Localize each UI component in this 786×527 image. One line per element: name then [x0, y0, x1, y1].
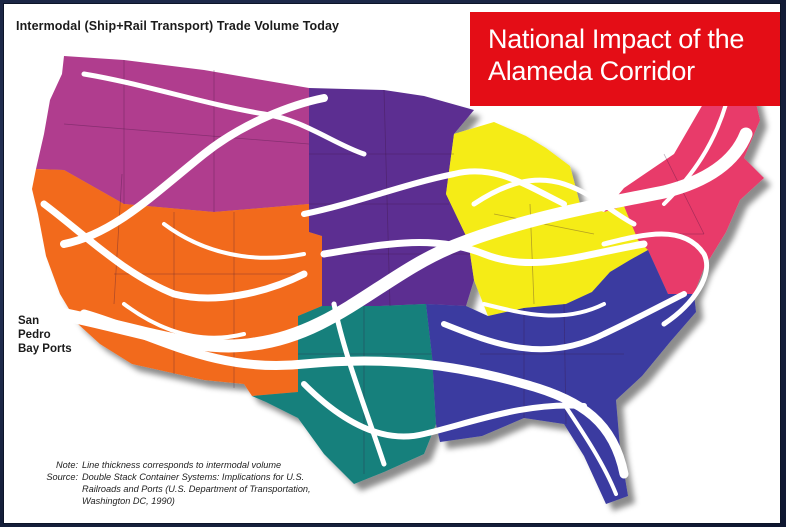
- title-banner: National Impact of the Alameda Corridor: [470, 12, 780, 106]
- title-line-1: National Impact of the: [488, 24, 745, 54]
- region-northwest: [36, 56, 309, 212]
- corridor-appalachia: [482, 302, 606, 318]
- corridor-se: [441, 291, 687, 353]
- corridor-florida: [562, 402, 618, 496]
- ports-label-line-2: Pedro: [18, 329, 51, 341]
- note-text: Line thickness corresponds to intermodal…: [82, 460, 282, 470]
- region-south-central: [252, 304, 436, 484]
- intermodal-lines: [33, 71, 753, 496]
- corridor-lakes: [471, 177, 637, 227]
- corridor-sw: [122, 302, 246, 340]
- corridor-south: [79, 309, 629, 479]
- corridor-west: [40, 200, 308, 302]
- map-card: Intermodal (Ship+Rail Transport) Trade V…: [4, 4, 780, 523]
- us-map: [32, 54, 764, 504]
- title-line-2: Alameda Corridor: [488, 56, 695, 86]
- note-row: Note: Line thickness corresponds to inte…: [32, 459, 332, 471]
- corridor-ne: [662, 102, 728, 206]
- corridor-plains: [320, 239, 648, 267]
- ports-label-line-3: Bay Ports: [18, 343, 72, 355]
- ports-label: San Pedro Bay Ports: [18, 314, 72, 356]
- map-subtitle: Intermodal (Ship+Rail Transport) Trade V…: [16, 19, 340, 33]
- corridor-mid: [162, 222, 306, 260]
- corridor-north-tier: [81, 71, 367, 157]
- region-southeast: [426, 250, 696, 504]
- source-note: Note: Line thickness corresponds to inte…: [32, 459, 332, 507]
- source-label: Source:: [46, 472, 78, 482]
- source-text: Double Stack Container Systems: Implicat…: [82, 472, 311, 506]
- corridor-east: [601, 231, 710, 327]
- corridor-texas: [331, 301, 387, 467]
- source-row: Source: Double Stack Container Systems: …: [32, 471, 332, 507]
- corridor-gulf: [301, 381, 587, 440]
- corridor-north: [301, 168, 567, 217]
- corridor-nw: [60, 94, 328, 248]
- note-label: Note:: [56, 460, 78, 470]
- ports-label-line-1: San: [18, 315, 40, 327]
